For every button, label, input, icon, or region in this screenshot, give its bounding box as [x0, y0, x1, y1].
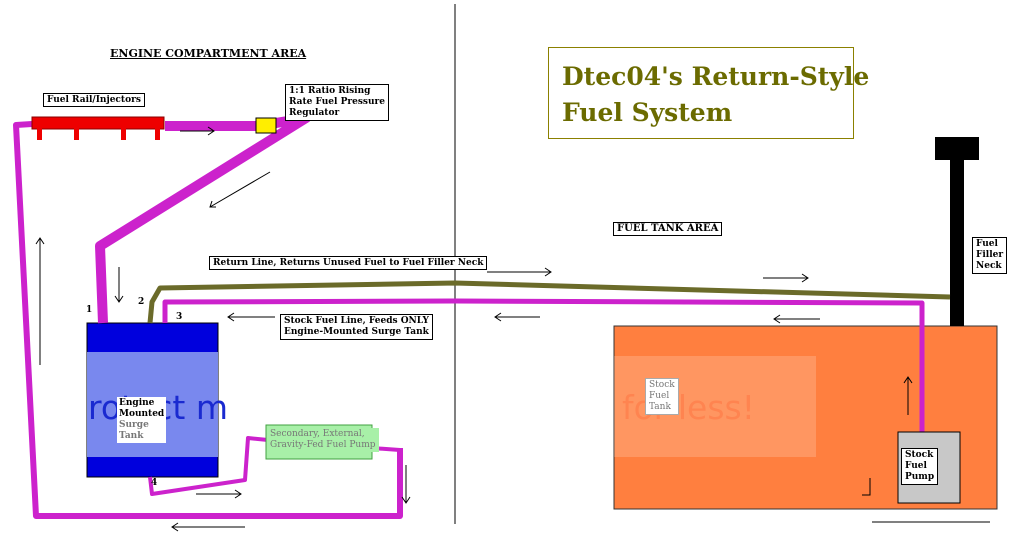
stock-fuel-line-label: Stock Fuel Line, Feeds ONLY Engine-Mount… [280, 314, 433, 340]
filler-neck-label-line3: Neck [976, 261, 1002, 271]
port-4-label: 4 [151, 478, 158, 488]
regulator-label: 1:1 Ratio Rising Rate Fuel Pressure Regu… [285, 84, 389, 121]
filler-neck-tube [950, 158, 964, 326]
stock-pump-pickup [862, 478, 871, 496]
stock-fuel-line-label-line2: Engine-Mounted Surge Tank [284, 327, 429, 337]
surge-tank-label-line1: Engine [119, 398, 155, 408]
return-line [147, 280, 951, 324]
secondary-pump-label-line1: Secondary, External, [270, 429, 365, 439]
stock-pump-label: Stock Fuel Pump [901, 448, 939, 485]
stock-pump-label-line3: Pump [905, 472, 935, 482]
filler-neck-cap [935, 137, 979, 160]
filler-neck-label: Fuel Filler Neck [972, 237, 1008, 274]
regulator-label-line1: 1:1 Ratio Rising [289, 86, 371, 96]
port-3-label: 3 [176, 312, 183, 322]
regulator-label-line3: Regulator [289, 108, 340, 118]
fuel-tank-area-heading: FUEL TANK AREA [613, 222, 723, 236]
fuel-rail-label: Fuel Rail/Injectors [43, 93, 145, 107]
stock-fuel-line-label-line1: Stock Fuel Line, Feeds ONLY [284, 316, 429, 326]
surge-tank-label-line4: Tank [119, 431, 144, 441]
watermark-right: for less! [622, 388, 755, 427]
regulator-label-line2: Rate Fuel Pressure [289, 97, 385, 107]
fuel-pressure-regulator [255, 117, 277, 134]
filler-neck-label-line2: Filler [976, 250, 1004, 260]
diagram-title-box: Dtec04's Return-Style Fuel System [548, 47, 869, 139]
flow-arrows [35, 126, 990, 532]
filler-neck-label-line1: Fuel [976, 239, 998, 249]
port-2-label: 2 [138, 297, 145, 307]
fuel-rail [31, 116, 165, 130]
stock-pump-label-line2: Fuel [905, 461, 927, 471]
stock-tank-label: Stock Fuel Tank [645, 378, 679, 415]
port-1-label: 1 [86, 305, 93, 315]
surge-tank-label: Engine Mounted Surge Tank [117, 397, 167, 443]
stock-tank-label-line2: Fuel [649, 391, 670, 401]
engine-area-heading: ENGINE COMPARTMENT AREA [110, 47, 307, 60]
return-line-label: Return Line, Returns Unused Fuel to Fuel… [209, 256, 488, 270]
secondary-pump-label: Secondary, External, Gravity-Fed Fuel Pu… [267, 428, 379, 452]
injector-1 [37, 128, 42, 140]
injector-3 [121, 128, 126, 140]
surge-tank-label-line2: Mounted [119, 409, 165, 419]
diagram-title-line2: Fuel System [562, 98, 733, 127]
stock-pump-label-line1: Stock [905, 450, 934, 460]
feed-line-loop [13, 121, 403, 519]
injector-2 [74, 128, 79, 140]
surge-tank-label-line3: Surge [119, 420, 149, 430]
injector-4 [155, 128, 160, 140]
regulator-line [95, 113, 311, 324]
secondary-pump-line [148, 436, 269, 496]
stock-tank-label-line1: Stock [649, 380, 675, 390]
stock-fuel-line [162, 298, 925, 432]
diagram-title-line1: Dtec04's Return-Style [562, 62, 870, 91]
stock-tank-label-line3: Tank [649, 402, 671, 412]
secondary-pump-label-line2: Gravity-Fed Fuel Pump [270, 440, 376, 450]
